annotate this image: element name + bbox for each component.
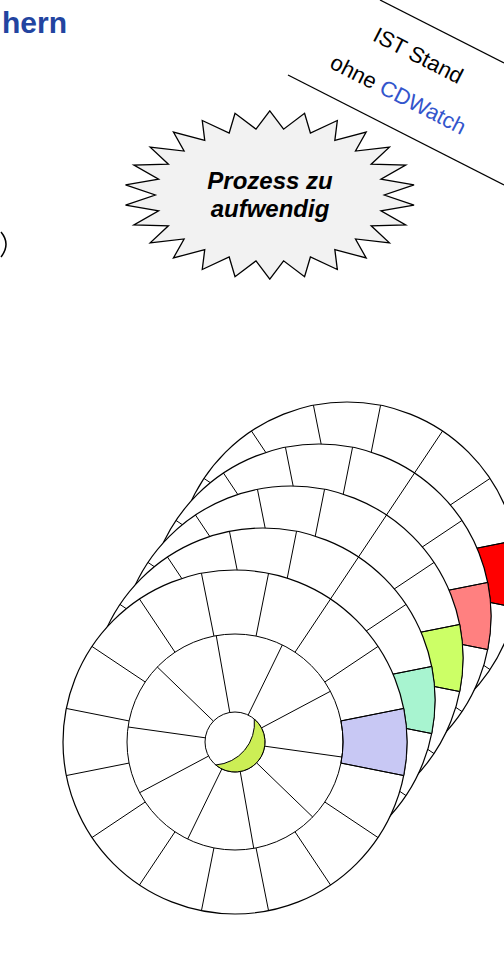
- disc-spoke: [257, 763, 313, 817]
- disc-spoke: [188, 769, 222, 839]
- disc-hub: [205, 712, 265, 772]
- disc-stack: [63, 402, 504, 914]
- disc-spoke: [261, 691, 330, 728]
- disc-outline: [63, 570, 407, 914]
- disc-spoke: [256, 573, 268, 636]
- disc-sector: [341, 708, 407, 775]
- disc-spoke: [295, 599, 331, 652]
- disc-spoke: [66, 708, 129, 720]
- disc-ring: [127, 634, 343, 850]
- arrow-tip: [1, 232, 6, 257]
- hub-crescent: [216, 719, 265, 772]
- disc: [63, 570, 407, 914]
- disc-spoke: [325, 802, 378, 838]
- disc-spoke: [256, 848, 268, 911]
- disc-spoke: [140, 756, 209, 793]
- disc-spoke: [92, 802, 145, 838]
- disc-spoke: [325, 646, 378, 682]
- disc-spoke: [341, 763, 404, 775]
- banner-label: ohne: [326, 50, 381, 94]
- banner-label: IST Stand: [369, 22, 467, 89]
- disc-spoke: [240, 772, 254, 849]
- disc-spoke: [66, 763, 129, 775]
- disc-spoke: [216, 636, 230, 713]
- starburst-callout: Prozess zu aufwendig: [123, 110, 417, 280]
- disc-spoke: [128, 727, 205, 738]
- banner-line-text: IST Stand: [369, 23, 467, 89]
- slide-title: hern: [2, 6, 67, 39]
- disc-spoke: [295, 832, 331, 885]
- disc-spoke: [201, 848, 213, 911]
- disc-spoke: [201, 573, 213, 636]
- starburst-outline: [126, 111, 415, 279]
- disc-spoke: [139, 599, 175, 652]
- disc-spoke: [139, 832, 175, 885]
- disc-spoke: [248, 645, 282, 715]
- disc-spoke: [341, 708, 404, 720]
- disc-spoke: [265, 746, 342, 757]
- callout-text: Prozess zu aufwendig: [195, 167, 345, 222]
- disc-spoke: [92, 646, 145, 682]
- disc-spoke: [157, 667, 213, 721]
